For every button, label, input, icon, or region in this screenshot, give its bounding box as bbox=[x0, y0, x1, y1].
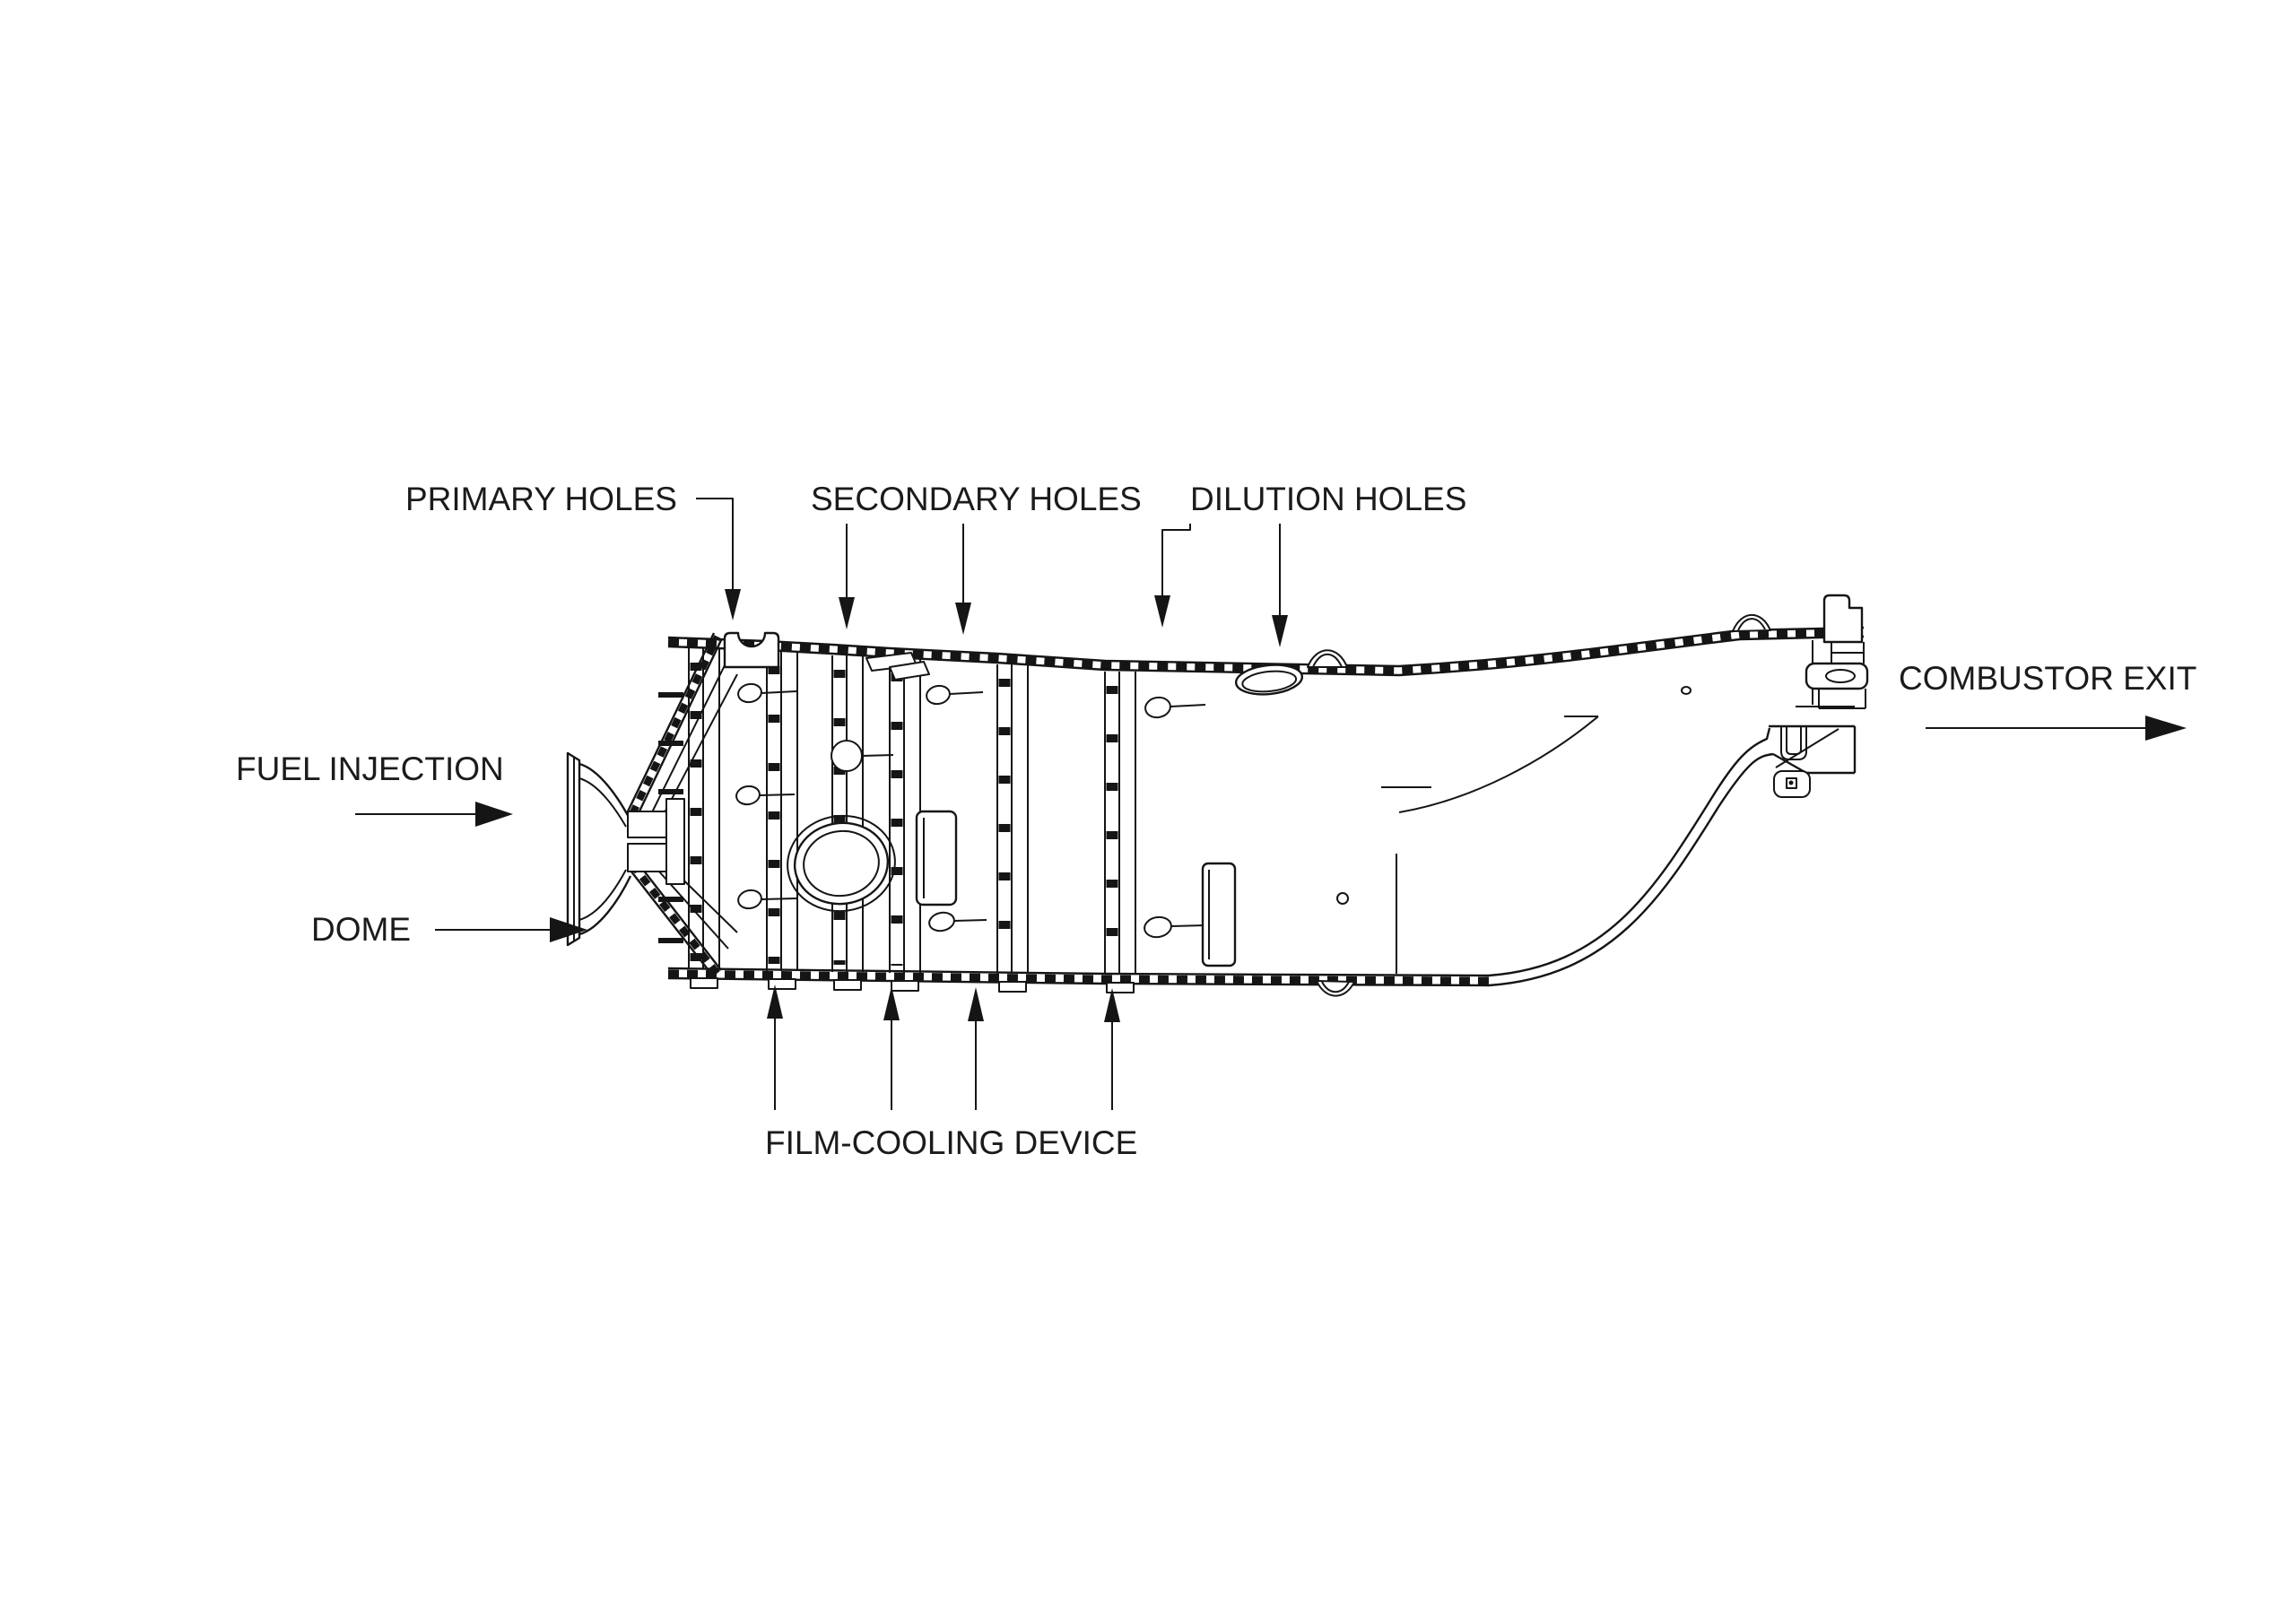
exit-tab bbox=[1822, 594, 1864, 644]
arrow-film-cooling-2 bbox=[883, 986, 900, 1110]
label-dome: DOME bbox=[311, 911, 411, 948]
primary-holes bbox=[735, 682, 797, 910]
exit-flange bbox=[1769, 594, 1869, 798]
arrow-secondary-holes-2 bbox=[955, 524, 971, 635]
annotation-arrows bbox=[355, 498, 2187, 1110]
label-dilution-holes: DILUTION HOLES bbox=[1190, 481, 1467, 517]
arrow-primary-holes bbox=[696, 498, 741, 620]
label-fuel-injection: FUEL INJECTION bbox=[236, 750, 504, 787]
u-clip bbox=[1780, 726, 1807, 760]
label-primary-holes: PRIMARY HOLES bbox=[405, 481, 677, 517]
arrow-secondary-holes-1 bbox=[839, 524, 855, 629]
arrow-dilution-holes-1 bbox=[1154, 524, 1191, 628]
liner-pads bbox=[915, 810, 1237, 967]
top-clip bbox=[1307, 649, 1348, 668]
arrow-fuel-injection bbox=[355, 802, 513, 827]
ring-band bbox=[831, 655, 864, 991]
exit-boss bbox=[1805, 662, 1869, 690]
ring-band bbox=[1104, 672, 1136, 993]
arrow-dilution-holes-2 bbox=[1272, 524, 1288, 647]
label-film-cooling-device: FILM-COOLING DEVICE bbox=[765, 1124, 1138, 1161]
ring-band bbox=[766, 652, 798, 990]
dilution-holes bbox=[1234, 664, 1304, 696]
igniter-boss bbox=[787, 814, 896, 913]
ring-band bbox=[996, 664, 1029, 993]
label-combustor-exit: COMBUSTOR EXIT bbox=[1899, 660, 2197, 697]
bottom-clip bbox=[1316, 980, 1355, 997]
clevis-bracket bbox=[723, 631, 780, 669]
arrow-combustor-exit bbox=[1926, 716, 2187, 741]
arrow-dome bbox=[435, 917, 587, 942]
label-secondary-holes: SECONDARY HOLES bbox=[811, 481, 1142, 517]
dome-assembly bbox=[626, 632, 738, 978]
arrow-film-cooling-4 bbox=[1104, 988, 1120, 1110]
liner-shell bbox=[667, 626, 1865, 987]
transition-duct bbox=[1336, 640, 1865, 987]
fuel-injector bbox=[566, 751, 685, 947]
arrow-film-cooling-1 bbox=[767, 984, 783, 1110]
top-clip bbox=[1732, 614, 1771, 632]
mount-brackets bbox=[723, 614, 1771, 997]
secondary-holes bbox=[831, 684, 1206, 939]
arrow-film-cooling-3 bbox=[968, 987, 984, 1110]
